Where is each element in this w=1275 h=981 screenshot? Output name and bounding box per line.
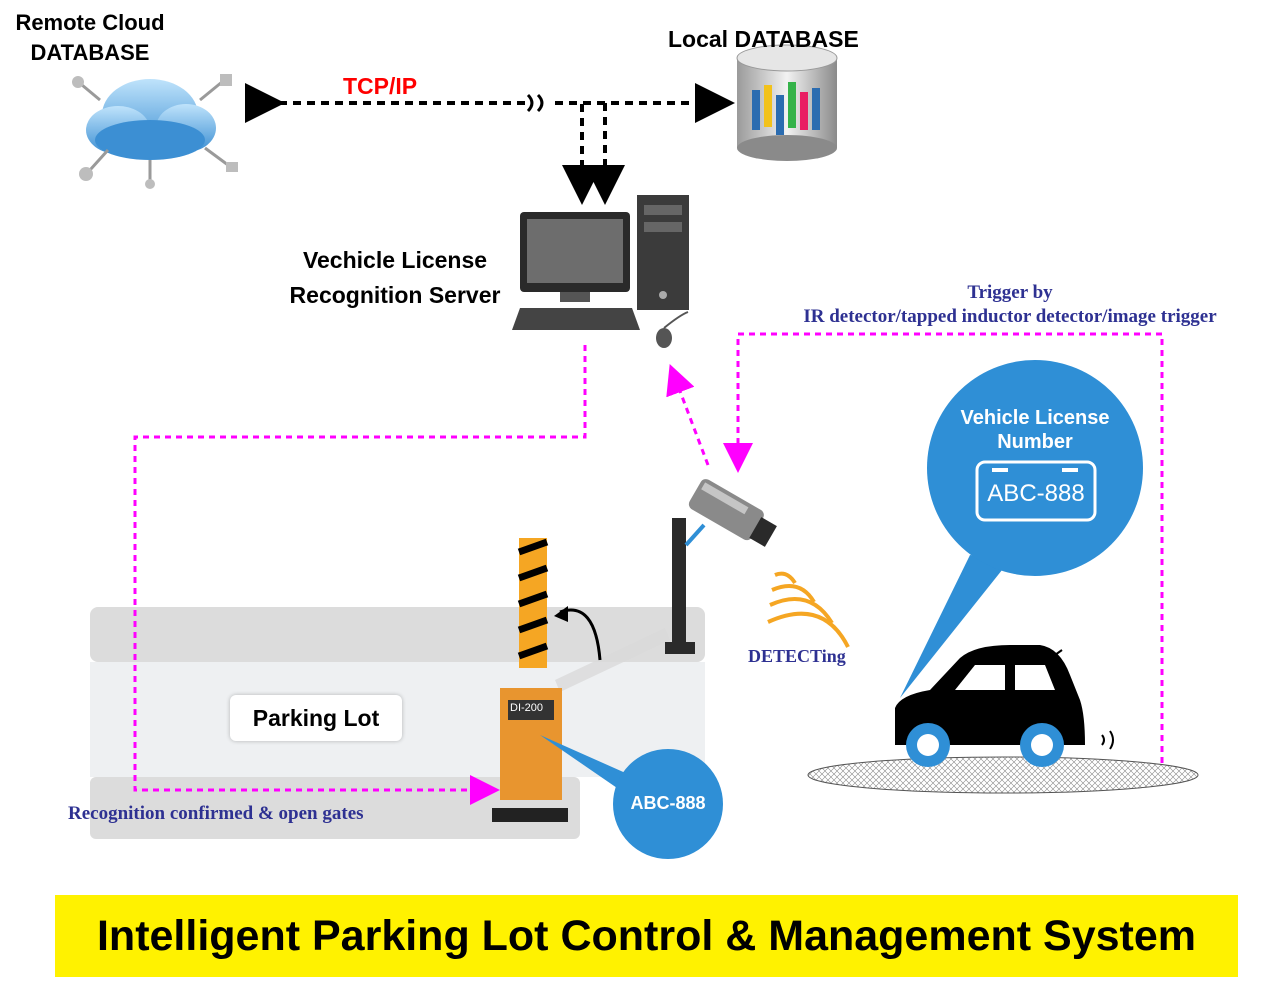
server-label: Vechicle License Recognition Server <box>270 243 520 313</box>
gate-model-label: DI-200 <box>510 702 544 714</box>
parking-lot-box: Parking Lot <box>230 695 402 741</box>
remote-db-line2: DATABASE <box>30 40 150 65</box>
network-arrows <box>245 83 735 205</box>
remote-db-line1: Remote Cloud <box>15 10 165 35</box>
confirm-label: Recognition confirmed & open gates <box>68 803 364 824</box>
vehicle-bubble <box>900 360 1143 698</box>
protocol-label: TCP/IP <box>343 73 418 99</box>
server-line1: Vechicle License <box>302 247 488 273</box>
page-title: Intelligent Parking Lot Control & Manage… <box>96 911 1197 960</box>
trigger-line2: IR detector/tapped inductor detector/ima… <box>803 306 1217 327</box>
barrier-gate-icon <box>492 538 670 822</box>
server-line2: Recognition Server <box>289 282 501 308</box>
title-banner: Intelligent Parking Lot Control & Manage… <box>55 895 1238 977</box>
gate-bubble <box>540 735 723 859</box>
parking-lot-label: Parking Lot <box>252 704 380 731</box>
local-db-label: Local DATABASE <box>668 26 859 52</box>
trigger-line1: Trigger by <box>967 282 1053 303</box>
computer-icon <box>512 195 689 348</box>
camera-icon <box>665 479 777 654</box>
vehicle-bubble-line2: Number <box>997 431 1073 453</box>
trigger-label: Trigger by IR detector/tapped inductor d… <box>740 281 1275 329</box>
signal-lines <box>133 332 1164 805</box>
detecting-waves <box>767 571 850 648</box>
break-symbol <box>526 93 544 113</box>
plate-number: ABC-888 <box>987 480 1085 507</box>
remote-db-label: Remote Cloud DATABASE <box>0 8 180 68</box>
cloud-icon <box>72 74 238 189</box>
car-icon <box>807 645 1199 794</box>
detecting-label: DETECTing <box>748 646 846 666</box>
database-icon <box>736 44 838 161</box>
vehicle-bubble-label: Vehicle License Number <box>940 406 1130 454</box>
gate-bubble-plate: ABC-888 <box>630 793 706 813</box>
vehicle-bubble-line1: Vehicle License <box>960 407 1110 429</box>
